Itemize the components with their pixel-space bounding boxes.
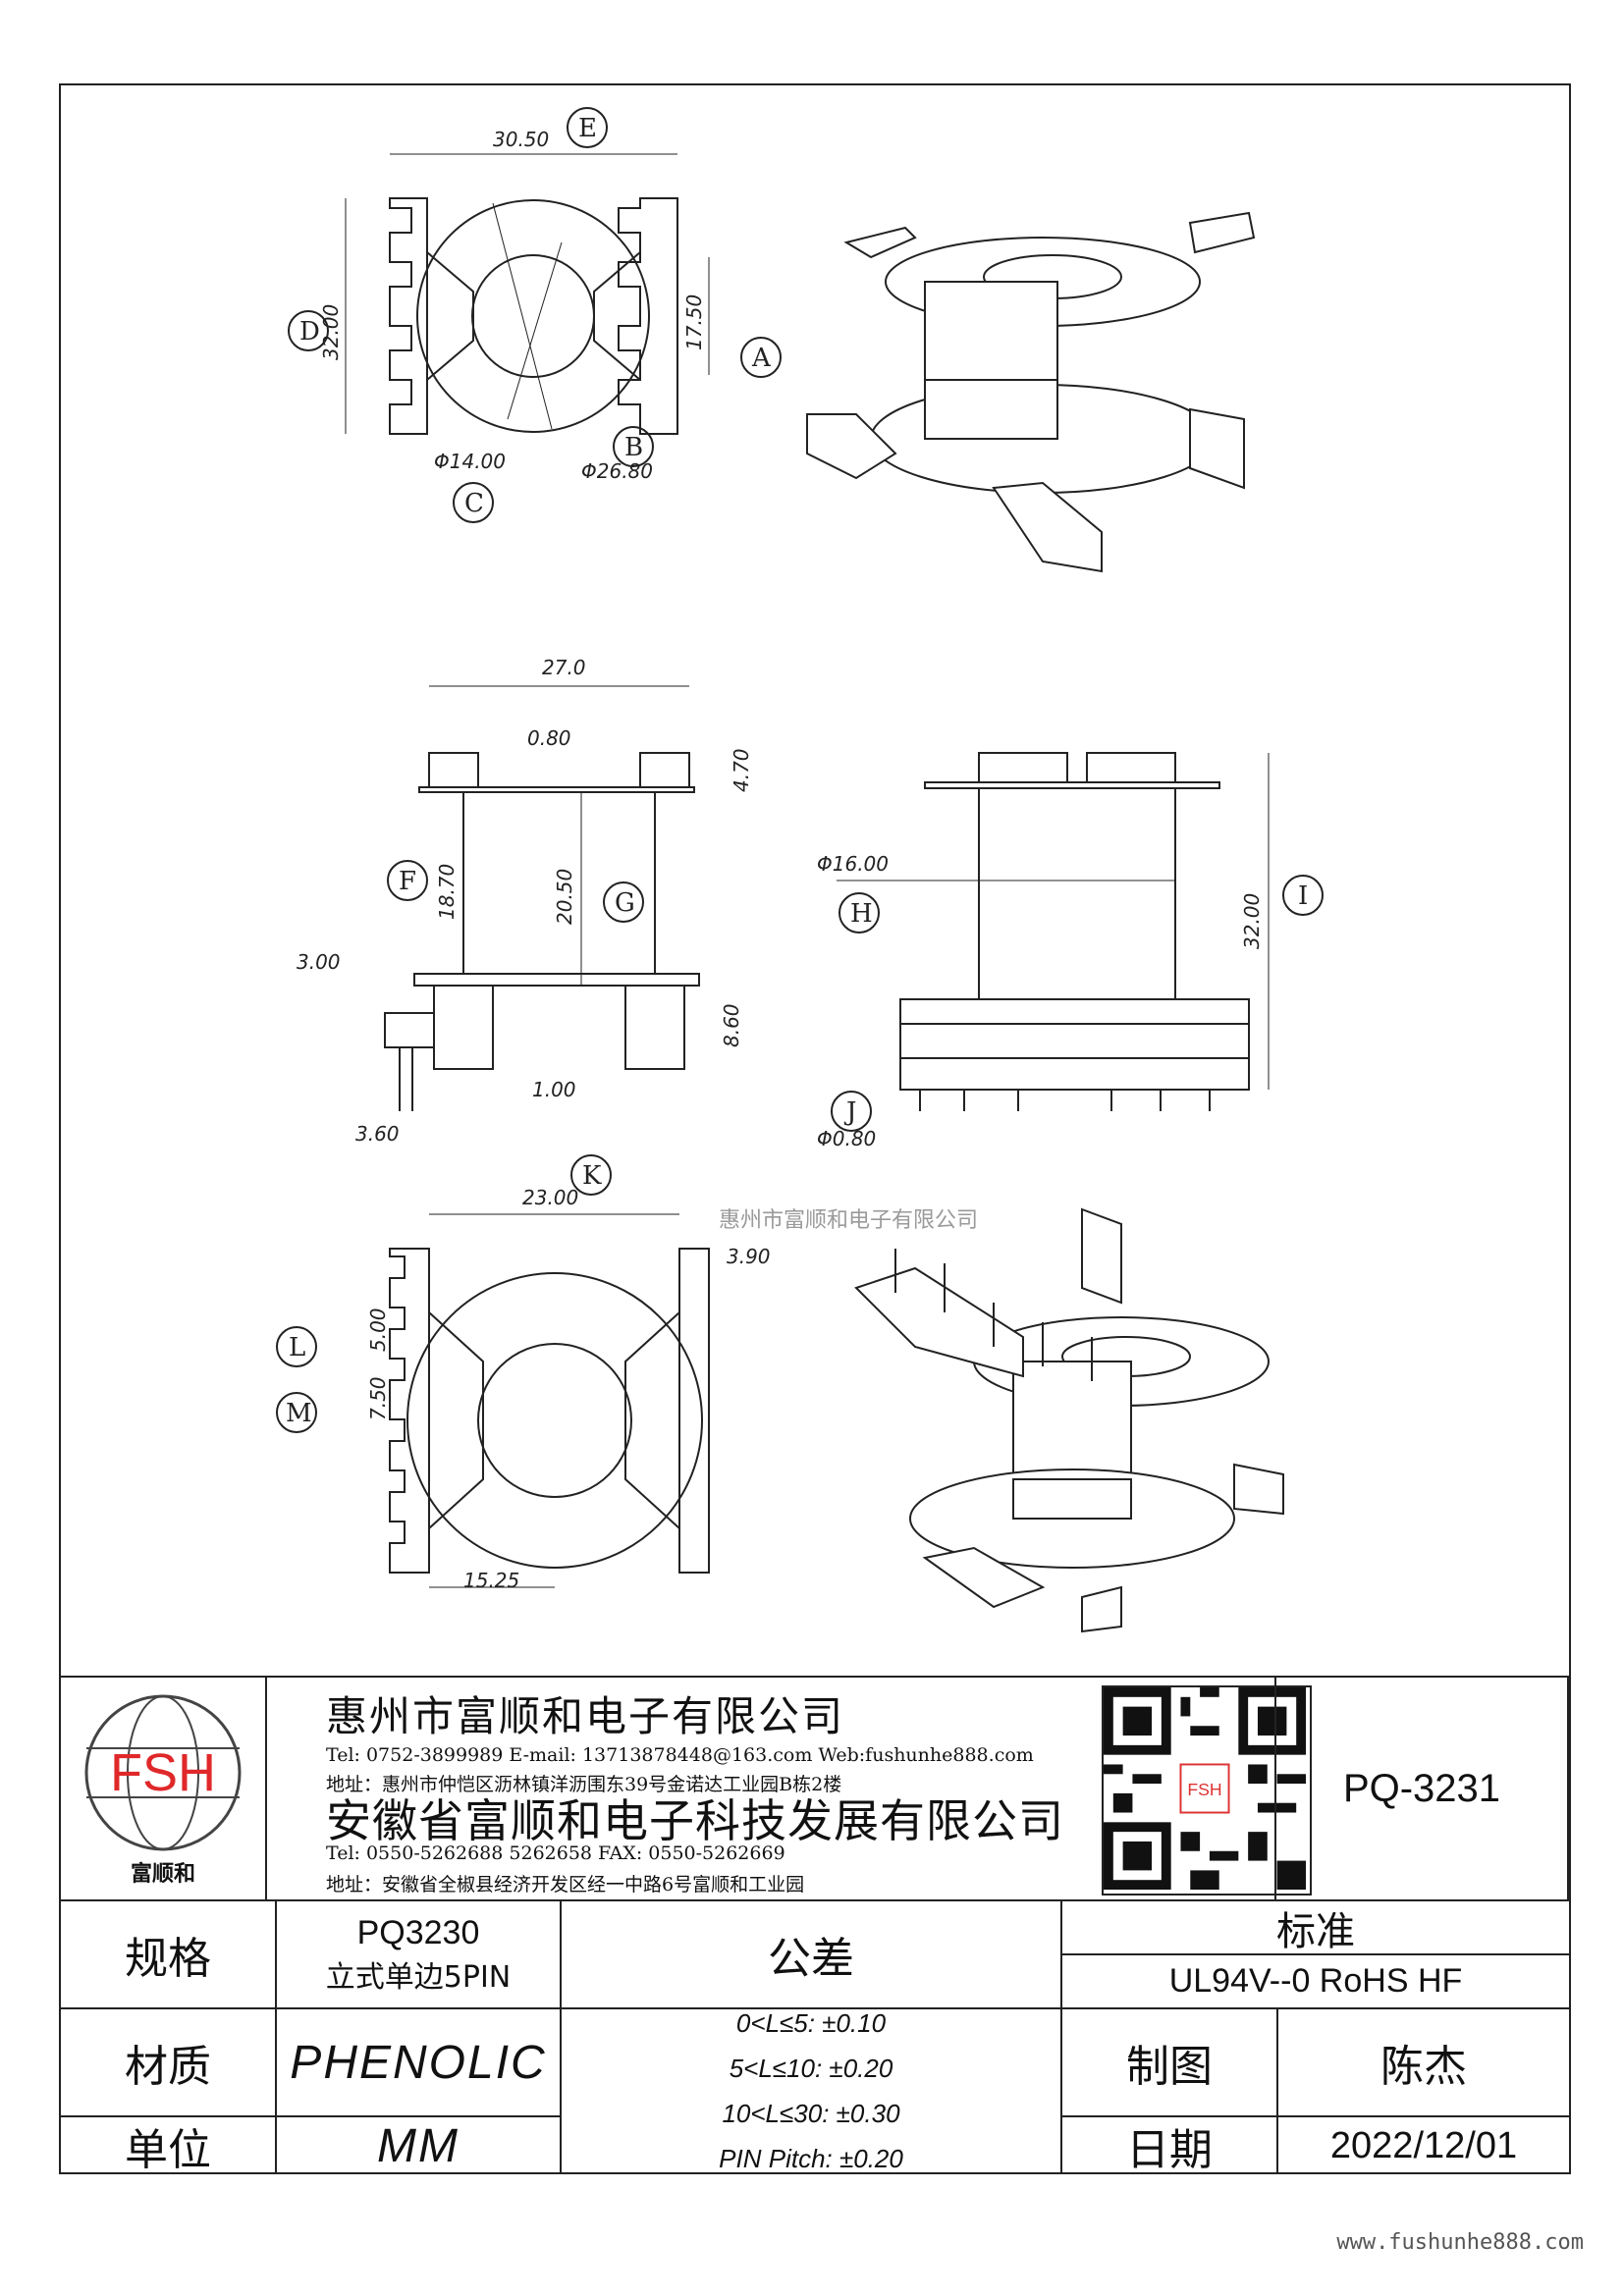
standard-value-cell: UL94V--0 RoHS HF xyxy=(1062,1955,1569,2009)
iso-view-bottom xyxy=(854,1207,1284,1633)
dim-top-dia-large: Φ26.80 xyxy=(581,459,653,483)
spec-label-cell: 规格 xyxy=(61,1901,277,2009)
front-view: Φ16.00 32.00 Φ0.80 H I J xyxy=(817,752,1324,1150)
date-label: 日期 xyxy=(1126,2125,1213,2175)
dim-side-flange-gap: 0.80 xyxy=(527,726,571,750)
tolerance-2: 10<L≤30: ±0.30 xyxy=(722,2099,900,2128)
dim-side-bobbin-h2: 20.50 xyxy=(553,869,576,925)
fsh-globe-logo-icon: FSH xyxy=(84,1694,242,1851)
unit-value: MM xyxy=(377,2119,460,2172)
company-address-2: 地址：安徽省全椒县经济开发区经一中路6号富顺和工业园 xyxy=(326,1874,805,1896)
top-view: 30.50 32.00 17.50 Φ14.00 Φ26.80 E D A B … xyxy=(288,107,782,523)
company-contact-1: Tel: 0752-3899989 E-mail: 13713878448@16… xyxy=(326,1744,1034,1766)
dim-top-width: 30.50 xyxy=(493,128,549,151)
logo-cell: FSH 富顺和 xyxy=(61,1678,267,1901)
standard-label-cell: 标准 xyxy=(1062,1901,1569,1955)
svg-text:B: B xyxy=(624,433,643,462)
logo-caption: 富顺和 xyxy=(130,1861,195,1887)
drawing-sheet: 30.50 32.00 17.50 Φ14.00 Φ26.80 E D A B … xyxy=(59,83,1571,2175)
svg-text:D: D xyxy=(299,317,320,347)
spec-value-2: 立式单边5PIN xyxy=(325,1959,512,1995)
qr-code-icon: FSH xyxy=(1102,1685,1312,1896)
dim-side-base-top: 3.00 xyxy=(297,950,341,974)
drawn-label-cell: 制图 xyxy=(1062,2009,1278,2117)
spec-value-cell: PQ3230 立式单边5PIN xyxy=(277,1901,562,2009)
iso-view-top xyxy=(806,211,1256,573)
material-label: 材质 xyxy=(125,2042,211,2092)
drawn-label: 制图 xyxy=(1126,2042,1213,2092)
drawn-value-cell: 陈杰 xyxy=(1278,2009,1569,2117)
dim-front-dia: Φ16.00 xyxy=(817,852,889,876)
svg-text:L: L xyxy=(289,1333,305,1362)
bottom-view: 23.00 3.90 5.00 7.50 15.25 K L M xyxy=(276,1154,771,1592)
dim-top-height: 32.00 xyxy=(319,304,343,360)
svg-text:G: G xyxy=(615,888,635,918)
svg-text:H: H xyxy=(850,899,873,929)
svg-text:I: I xyxy=(1298,881,1308,911)
svg-text:K: K xyxy=(582,1161,602,1191)
svg-text:M: M xyxy=(286,1399,312,1428)
standard-label: 标准 xyxy=(1276,1908,1355,1954)
material-value-cell: PHENOLIC xyxy=(277,2009,562,2117)
tolerance-label: 公差 xyxy=(768,1934,854,1984)
standard-value: UL94V--0 RoHS HF xyxy=(1168,1962,1463,2000)
dim-top-dia-small: Φ14.00 xyxy=(434,450,506,473)
title-block: FSH 富顺和 惠州市富顺和电子有限公司 Tel: 0752-3899989 E… xyxy=(61,1676,1569,2175)
svg-text:A: A xyxy=(751,344,772,373)
dim-side-flange-h: 4.70 xyxy=(730,748,753,792)
dim-side-base-h: 8.60 xyxy=(720,1003,743,1047)
spec-label: 规格 xyxy=(125,1934,211,1984)
unit-value-cell: MM xyxy=(277,2117,562,2174)
unit-label: 单位 xyxy=(125,2125,211,2175)
dim-bottom-pitch: 5.00 xyxy=(366,1308,390,1352)
drawn-value: 陈杰 xyxy=(1380,2042,1467,2092)
material-label-cell: 材质 xyxy=(61,2009,277,2117)
tolerance-label-cell: 公差 xyxy=(562,1901,1062,2009)
svg-text:E: E xyxy=(578,114,597,143)
dim-side-width: 27.0 xyxy=(542,656,586,679)
material-value: PHENOLIC xyxy=(290,2036,547,2089)
date-label-cell: 日期 xyxy=(1062,2117,1278,2175)
svg-text:F: F xyxy=(399,867,416,896)
svg-text:C: C xyxy=(464,489,484,518)
side-view: 27.0 0.80 4.70 18.70 20.50 3.00 8.60 1.0… xyxy=(297,656,753,1146)
dim-bottom-offset: 15.25 xyxy=(463,1569,519,1592)
company-address-1: 地址：惠州市仲恺区沥林镇洋沥围东39号金诺达工业园B栋2楼 xyxy=(326,1774,842,1795)
date-value: 2022/12/01 xyxy=(1329,2124,1518,2166)
unit-label-cell: 单位 xyxy=(61,2117,277,2175)
company-info-cell xyxy=(267,1678,1274,1901)
dim-side-pin-offset: 3.60 xyxy=(355,1122,400,1146)
dim-side-base-wall: 1.00 xyxy=(532,1078,576,1101)
company-name-2: 安徽省富顺和电子科技发展有限公司 xyxy=(326,1794,1064,1847)
part-number: PQ-3231 xyxy=(1342,1766,1501,1810)
dim-bottom-group: 7.50 xyxy=(366,1376,390,1420)
part-number-cell: PQ-3231 xyxy=(1274,1678,1569,1901)
dim-side-bobbin-h: 18.70 xyxy=(435,864,459,920)
tolerance-3: PIN Pitch: ±0.20 xyxy=(719,2144,903,2173)
footer-url: www.fushunhe888.com xyxy=(1336,2230,1584,2255)
technical-drawing: 30.50 32.00 17.50 Φ14.00 Φ26.80 E D A B … xyxy=(276,107,1324,1633)
tolerance-0: 0<L≤5: ±0.10 xyxy=(735,2008,887,2038)
tolerance-1: 5<L≤10: ±0.20 xyxy=(729,2054,893,2083)
dim-front-height: 32.00 xyxy=(1240,893,1264,949)
dim-top-inner: 17.50 xyxy=(682,294,706,350)
company-contact-2: Tel: 0550-5262688 5262658 FAX: 0550-5262… xyxy=(326,1842,785,1864)
date-value-cell: 2022/12/01 xyxy=(1278,2117,1569,2174)
dim-bottom-width: 23.00 xyxy=(522,1186,578,1209)
dim-bottom-edge: 3.90 xyxy=(727,1245,771,1268)
logo-text: FSH xyxy=(110,1743,216,1802)
svg-text:J: J xyxy=(843,1097,856,1127)
company-name-1: 惠州市富顺和电子有限公司 xyxy=(326,1692,845,1740)
spec-value-1: PQ3230 xyxy=(356,1913,480,1951)
tolerance-values-cell: 0<L≤5: ±0.10 5<L≤10: ±0.20 10<L≤30: ±0.3… xyxy=(562,2008,1062,2174)
watermark: 惠州市富顺和电子有限公司 xyxy=(719,1208,979,1233)
qr-caption: FSH xyxy=(1187,1780,1221,1799)
